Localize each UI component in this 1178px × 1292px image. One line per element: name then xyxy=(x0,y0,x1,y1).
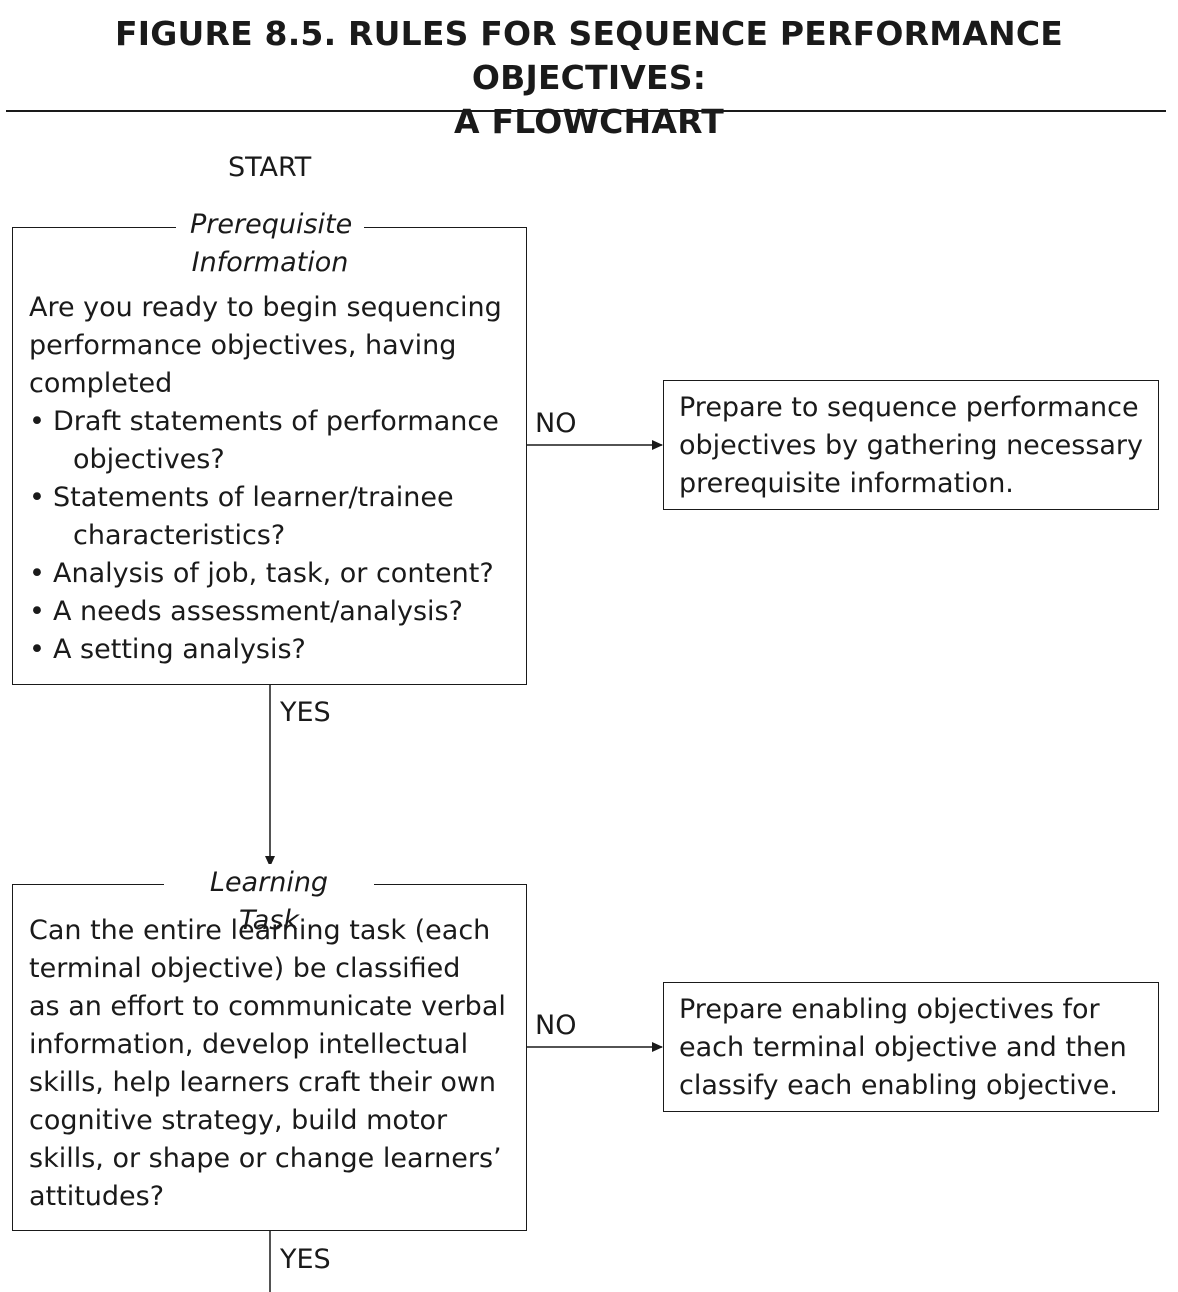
box1-question-line: performance objectives, having xyxy=(29,330,457,361)
checklist-item-text: Statements of learner/trainee xyxy=(53,482,454,513)
enabling-objectives-box xyxy=(663,982,1159,1112)
box1-question-line: completed xyxy=(29,368,173,399)
checklist-item: • Analysis of job, task, or content? xyxy=(29,555,502,593)
checklist-item: • Draft statements of performance object… xyxy=(29,403,502,479)
checklist-item-text: Draft statements of performance xyxy=(53,406,499,437)
checklist-item-text-cont: characteristics? xyxy=(73,520,286,551)
prerequisite-checklist: • Draft statements of performance object… xyxy=(29,403,502,669)
box2-no-label: NO xyxy=(535,1010,577,1041)
prerequisite-information-box xyxy=(12,227,527,685)
box1-title-line-2: Information xyxy=(191,247,349,278)
box2-yes-label: YES xyxy=(280,1244,331,1275)
box1-no-label: NO xyxy=(535,408,577,439)
checklist-item-text-cont: objectives? xyxy=(73,444,225,475)
gather-prerequisites-box xyxy=(663,380,1159,510)
bullet-icon: • xyxy=(29,558,45,589)
checklist-item: • A setting analysis? xyxy=(29,631,502,669)
result-line: prerequisite information. xyxy=(679,468,1014,499)
figure-title-line-1: FIGURE 8.5. RULES FOR SEQUENCE PERFORMAN… xyxy=(114,14,1064,97)
start-label: START xyxy=(228,152,312,183)
checklist-item: • Statements of learner/trainee characte… xyxy=(29,479,502,555)
bullet-icon: • xyxy=(29,482,45,513)
figure-title: FIGURE 8.5. RULES FOR SEQUENCE PERFORMAN… xyxy=(0,12,1178,144)
bullet-icon: • xyxy=(29,406,45,437)
box2-question-line: terminal objective) be classified xyxy=(29,953,461,984)
box2-question-line: skills, help learners craft their own xyxy=(29,1067,497,1098)
bullet-icon: • xyxy=(29,634,45,665)
box2-question-line: as an effort to communicate verbal xyxy=(29,991,506,1022)
learning-task-box xyxy=(12,884,527,1231)
box2-question-line: attitudes? xyxy=(29,1181,165,1212)
box1-yes-label: YES xyxy=(280,697,331,728)
title-divider xyxy=(6,110,1166,112)
checklist-item-text: A setting analysis? xyxy=(53,634,306,665)
bullet-icon: • xyxy=(29,596,45,627)
learning-task-question: Can the entire learning task (each termi… xyxy=(29,912,506,1216)
result-line: classify each enabling objective. xyxy=(679,1070,1118,1101)
learning-task-title: Learning Task xyxy=(164,864,374,940)
result-line: Prepare to sequence performance xyxy=(679,392,1139,423)
checklist-item-text: Analysis of job, task, or content? xyxy=(53,558,494,589)
prerequisite-information-title: Prerequisite Information xyxy=(176,206,364,282)
box2-question-line: skills, or shape or change learners’ xyxy=(29,1143,502,1174)
box2-question-line: information, develop intellectual xyxy=(29,1029,469,1060)
box1-title-line-1: Prerequisite xyxy=(190,209,353,240)
box2-question-line: cognitive strategy, build motor xyxy=(29,1105,448,1136)
checklist-item-text: A needs assessment/analysis? xyxy=(53,596,463,627)
figure-title-line-2: A FLOWCHART xyxy=(454,102,724,141)
box2-question-line: Can the entire learning task (each xyxy=(29,915,491,946)
enabling-objectives-text: Prepare enabling objectives for each ter… xyxy=(679,991,1127,1105)
result-line: objectives by gathering necessary xyxy=(679,430,1144,461)
box1-question-line: Are you ready to begin sequencing xyxy=(29,292,502,323)
result-line: each terminal objective and then xyxy=(679,1032,1127,1063)
prerequisite-question: Are you ready to begin sequencing perfor… xyxy=(29,289,502,669)
checklist-item: • A needs assessment/analysis? xyxy=(29,593,502,631)
gather-prerequisites-text: Prepare to sequence performance objectiv… xyxy=(679,389,1143,503)
result-line: Prepare enabling objectives for xyxy=(679,994,1100,1025)
